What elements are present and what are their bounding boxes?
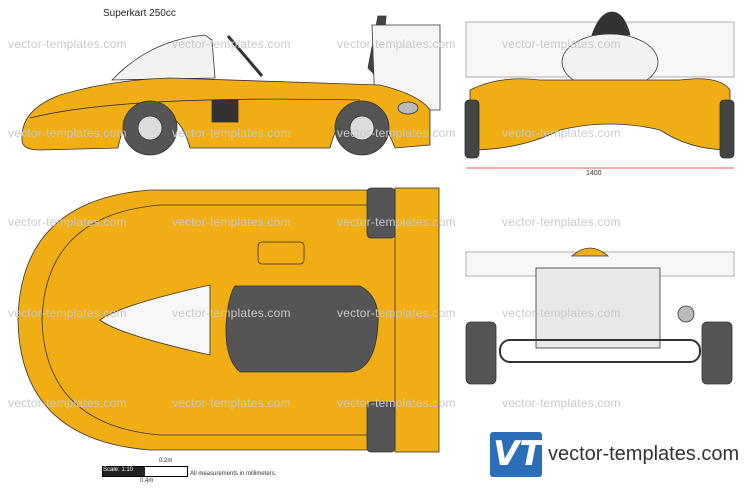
watermark: vector-templates.com — [502, 215, 621, 229]
watermark: vector-templates.com — [8, 37, 127, 51]
scale-label: Scale: 1:10 — [103, 467, 134, 473]
rear-head — [570, 247, 610, 257]
watermark: vector-templates.com — [172, 37, 291, 51]
front-right-tire — [719, 99, 735, 159]
watermark: vector-templates.com — [502, 396, 621, 410]
front-left-tire — [464, 99, 480, 159]
watermark: vector-templates.com — [8, 215, 127, 229]
watermark: vector-templates.com — [172, 396, 291, 410]
front-view — [464, 11, 735, 169]
rear-bumper — [499, 339, 701, 363]
dimension-label: 1400 — [586, 170, 602, 177]
rear-exhaust — [677, 305, 695, 323]
side-vent — [211, 99, 239, 123]
watermark: vector-templates.com — [8, 396, 127, 410]
top-view — [17, 187, 440, 453]
watermark: vector-templates.com — [337, 396, 456, 410]
rear-right-tire — [701, 321, 733, 385]
side-rear-hub — [349, 115, 375, 141]
watermark: vector-templates.com — [8, 126, 127, 140]
watermark: vector-templates.com — [172, 306, 291, 320]
watermark: vector-templates.com — [337, 126, 456, 140]
scale-bar — [102, 466, 188, 477]
front-body — [469, 78, 731, 151]
logo-letters: VT — [493, 434, 543, 474]
rear-left-tire — [465, 321, 497, 385]
side-front-hub — [137, 115, 163, 141]
top-rear-bar — [394, 187, 440, 453]
side-view — [21, 15, 441, 156]
page-title: Superkart 250cc — [103, 8, 176, 19]
scale-mark-small: 0.2m — [159, 458, 173, 464]
watermark: vector-templates.com — [502, 126, 621, 140]
measurement-note: All measurements in millimeters. — [190, 471, 277, 477]
watermark: vector-templates.com — [172, 215, 291, 229]
watermark: vector-templates.com — [337, 37, 456, 51]
front-seat — [591, 11, 631, 36]
watermark: vector-templates.com — [172, 126, 291, 140]
top-engine — [257, 241, 305, 265]
side-windscreen — [111, 34, 216, 81]
watermark: vector-templates.com — [8, 306, 127, 320]
side-exhaust — [397, 101, 419, 115]
top-inner-line — [41, 204, 380, 436]
top-seat — [225, 285, 379, 373]
top-rear-left-tire — [366, 187, 396, 239]
watermark: vector-templates.com — [337, 215, 456, 229]
scale-mark-large: 0.4m — [140, 478, 154, 484]
logo-icon — [490, 432, 542, 477]
side-steering — [226, 35, 264, 77]
rear-radiator — [535, 267, 661, 349]
site-name: vector-templates.com — [548, 443, 740, 465]
rear-view — [465, 247, 735, 385]
top-cockpit-opening — [99, 284, 211, 356]
top-rear-right-tire — [366, 401, 396, 453]
watermark: vector-templates.com — [502, 306, 621, 320]
watermark: vector-templates.com — [337, 306, 456, 320]
watermark: vector-templates.com — [502, 37, 621, 51]
